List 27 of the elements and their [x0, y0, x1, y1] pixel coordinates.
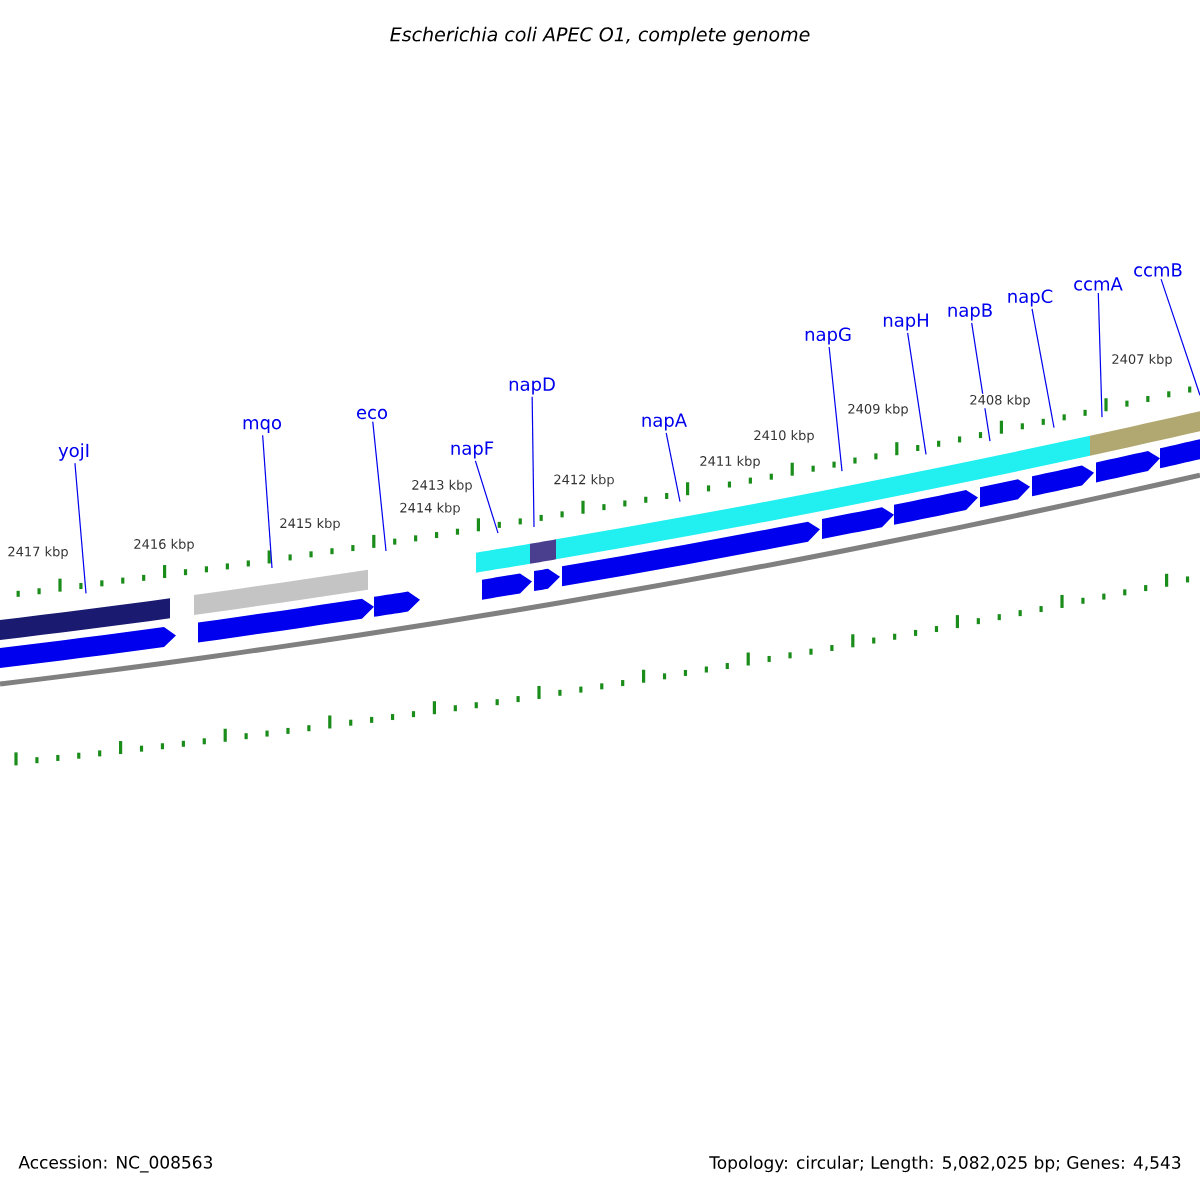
leader-line [1031, 308, 1055, 429]
gene-label: napA [642, 413, 687, 431]
gene-label: ccmA [1074, 277, 1123, 291]
gene-label: napH [883, 313, 928, 331]
gene-label: yojI [58, 443, 89, 461]
leader-line [1097, 292, 1103, 418]
genome-info-text: Topology: circular; Length: 5,082,025 bp; Genes: 4,543 [709, 1155, 1181, 1173]
gene-label: napF [451, 441, 494, 459]
title: Escherichia coli APEC O1, complete genome [390, 26, 810, 46]
gene-label: napG [805, 327, 851, 345]
gene-label: napB [948, 303, 992, 321]
leader-line [74, 462, 87, 594]
leader-line [828, 346, 843, 472]
leader-line [531, 396, 535, 528]
gene-label: eco [357, 408, 387, 420]
leader-line [262, 434, 273, 569]
gene-label: ccmB [1134, 263, 1182, 277]
leader-line [372, 420, 387, 552]
leader-line [665, 432, 681, 503]
accession-text: Accession: NC_008563 [18, 1155, 212, 1173]
leader-line [907, 332, 927, 455]
gene-label: mqo [243, 419, 281, 433]
leader-line [971, 322, 991, 442]
leader-line [474, 460, 499, 534]
gene-label: napD [509, 377, 555, 395]
leader-line [1160, 278, 1200, 396]
gene-label: napC [1008, 289, 1053, 307]
